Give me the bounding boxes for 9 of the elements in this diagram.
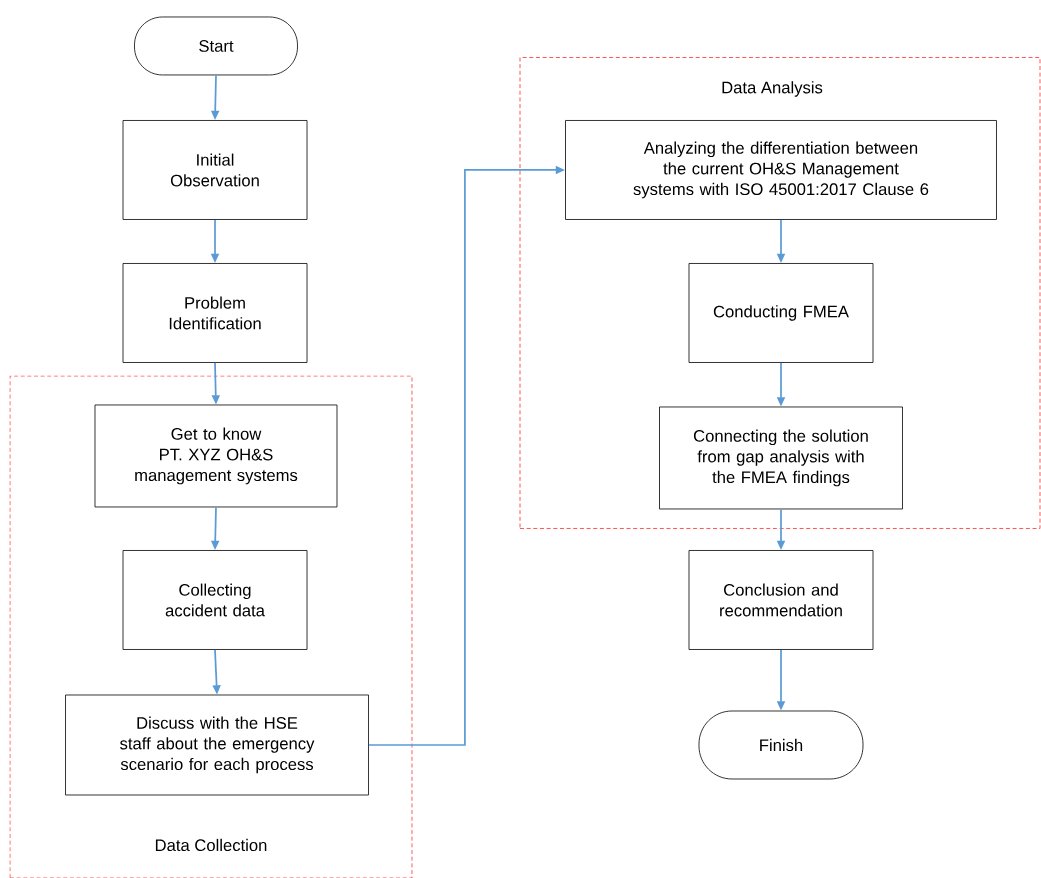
process-box: Analyzing the differentiation between the current OH&S Management systems with ISO 45001:2017 Clause 6 [565, 120, 997, 220]
process-box: Conclusion and recommendation [688, 550, 874, 650]
process-box: Conducting FMEA [688, 263, 874, 363]
process-box: Get to know PT. XYZ OH&S management systems [94, 404, 338, 508]
process-box: Discuss with the HSE staff about the emergency scenario for each process [65, 694, 369, 796]
process-box: Connecting the solution from gap analysis with the FMEA findings [659, 406, 903, 510]
process-box: Collecting accident data [122, 550, 308, 650]
process-box: Initial Observation [122, 120, 308, 220]
process-box: Problem Identification [122, 263, 308, 363]
